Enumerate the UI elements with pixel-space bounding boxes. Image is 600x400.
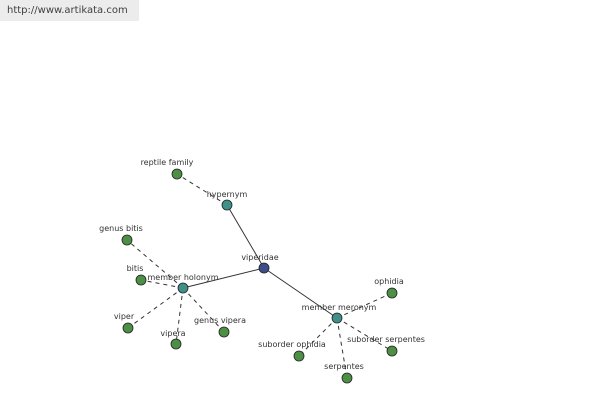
node-vipera[interactable] [170, 338, 182, 350]
node-bitis[interactable] [135, 274, 147, 286]
node-label-member-meronym[interactable]: member meronym [302, 303, 377, 312]
node-suborder-ophidia[interactable] [293, 350, 305, 362]
edge-member-meronym-to-serpentes [336, 317, 348, 379]
node-genus-vipera[interactable] [218, 326, 230, 338]
edges-layer [126, 173, 393, 379]
node-label-suborder-serpentes[interactable]: suborder serpentes [347, 335, 425, 344]
node-hypernym[interactable] [221, 199, 233, 211]
node-member-holonym[interactable] [177, 282, 189, 294]
edge-member-meronym-to-suborder-ophidia [298, 317, 338, 357]
edge-member-holonym-to-vipera [175, 287, 184, 345]
edge-hypernym-to-reptile-family [176, 173, 228, 206]
node-viper[interactable] [122, 322, 134, 334]
node-label-genus-vipera[interactable]: genus vipera [194, 316, 246, 325]
node-label-genus-bitis[interactable]: genus bitis [99, 224, 143, 233]
node-label-suborder-ophidia[interactable]: suborder ophidia [258, 340, 326, 349]
node-genus-bitis[interactable] [121, 234, 133, 246]
node-label-member-holonym[interactable]: member holonym [147, 273, 218, 282]
node-member-meronym[interactable] [331, 312, 343, 324]
edge-member-meronym-to-ophidia [336, 292, 393, 319]
node-suborder-serpentes[interactable] [386, 345, 398, 357]
edge-member-meronym-to-suborder-serpentes [336, 317, 393, 352]
edge-viperidae-to-member-holonym [182, 267, 265, 289]
node-label-ophidia[interactable]: ophidia [374, 277, 404, 286]
labels-layer: viperidae hypernym member holonym member me… [99, 158, 425, 371]
edge-viperidae-to-hypernym [226, 204, 265, 269]
node-label-reptile-family[interactable]: reptile family [141, 158, 194, 167]
nodes-layer [121, 168, 398, 384]
edge-viperidae-to-member-meronym [263, 267, 338, 319]
site-link[interactable]: http://www.artikata.com [0, 0, 139, 21]
node-ophidia[interactable] [386, 287, 398, 299]
node-label-serpentes[interactable]: serpentes [324, 362, 364, 371]
edge-member-holonym-to-bitis [140, 279, 184, 289]
node-label-hypernym[interactable]: hypernym [207, 190, 248, 199]
node-label-vipera[interactable]: vipera [160, 329, 185, 338]
node-label-bitis[interactable]: bitis [127, 264, 144, 273]
node-reptile-family[interactable] [171, 168, 183, 180]
edge-member-holonym-to-viper [127, 287, 184, 329]
node-viperidae[interactable] [258, 262, 270, 274]
node-label-viperidae[interactable]: viperidae [241, 253, 278, 262]
node-label-viper[interactable]: viper [114, 312, 135, 321]
edge-member-holonym-to-genus-vipera [182, 287, 225, 333]
node-serpentes[interactable] [341, 372, 353, 384]
